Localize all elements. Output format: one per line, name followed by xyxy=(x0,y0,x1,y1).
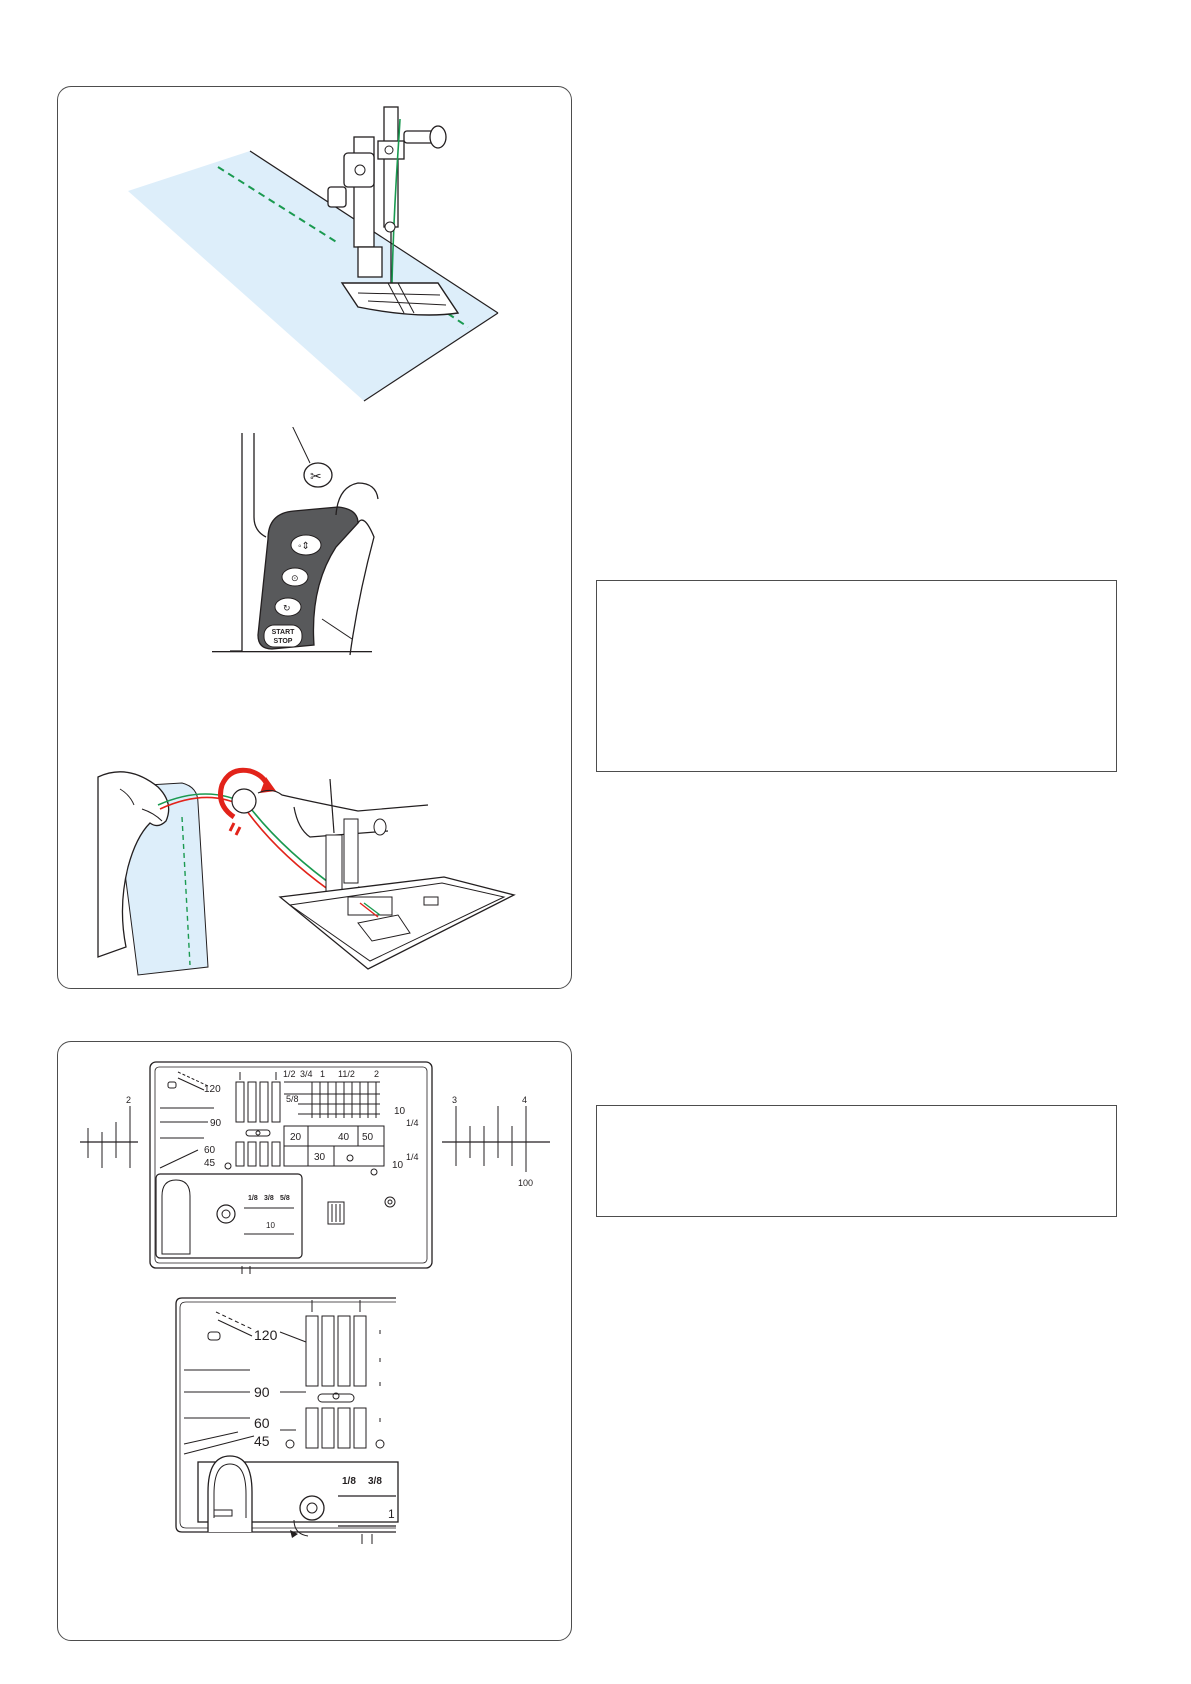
right-label-10-bottom: 10 xyxy=(392,1160,404,1171)
note-box-bottom xyxy=(596,1105,1117,1217)
ruler-right-label-3: 3 xyxy=(452,1095,457,1105)
zoom-cover-mm: 1 xyxy=(388,1507,395,1521)
hand xyxy=(97,771,170,958)
right-label-10-top: 10 xyxy=(394,1106,406,1117)
metric-20: 20 xyxy=(290,1132,302,1143)
zoom-fraction-3-8: 3/8 xyxy=(368,1476,382,1487)
fraction-5-8: 5/8 xyxy=(286,1094,299,1104)
scissors-icon: ✂ xyxy=(310,468,322,484)
illustration-panel-bottom: 2 3 4 100 120 90 60 45 xyxy=(57,1041,572,1641)
reverse-button[interactable] xyxy=(274,597,302,617)
cover-fraction-3-8: 3/8 xyxy=(264,1195,274,1202)
start-label: START xyxy=(272,629,296,636)
start-stop-button[interactable] xyxy=(263,624,303,648)
zoom-angle-45: 45 xyxy=(254,1433,270,1449)
needle-clamp-screw xyxy=(429,125,447,149)
feed-marking xyxy=(327,1201,345,1225)
illustration-panel-top: ✂ ◦⇕ ⊙ ↻ START STOP xyxy=(57,86,572,989)
metric-50: 50 xyxy=(362,1132,374,1143)
needle-up-down-icon: ◦⇕ xyxy=(298,541,310,552)
zoom-bobbin-release[interactable] xyxy=(299,1495,325,1521)
feed-dog-slots xyxy=(235,1072,281,1167)
inch-grid xyxy=(284,1081,380,1118)
ruler-right-label-4: 4 xyxy=(522,1095,527,1105)
zoom-angle-90: 90 xyxy=(254,1384,270,1400)
angle-label-120: 120 xyxy=(204,1084,221,1095)
note-box-top xyxy=(596,580,1117,772)
angle-label-90: 90 xyxy=(210,1118,222,1129)
zoom-angle-60: 60 xyxy=(254,1415,270,1431)
reverse-icon: ↻ xyxy=(283,603,291,613)
angle-label-45: 45 xyxy=(204,1158,216,1169)
cover-fraction-5-8: 5/8 xyxy=(280,1195,290,1202)
zoom-angle-120: 120 xyxy=(254,1327,278,1343)
needle-plate-full-illustration: 2 3 4 100 120 90 60 45 xyxy=(80,1061,550,1274)
presser-foot-fabric-illustration xyxy=(128,106,499,402)
zoom-feed-dog-slots xyxy=(305,1300,367,1449)
fraction-1: 1 xyxy=(320,1069,325,1079)
cover-mm-10: 10 xyxy=(266,1221,275,1230)
fraction-1-2: 1/2 xyxy=(283,1069,296,1079)
auto-lock-button[interactable] xyxy=(281,567,309,587)
fraction-2: 2 xyxy=(374,1069,379,1079)
cover-fraction-1-8: 1/8 xyxy=(248,1195,258,1202)
angle-label-60: 60 xyxy=(204,1145,216,1156)
lock-stitch-icon: ⊙ xyxy=(291,573,299,583)
ruler-right-label-100: 100 xyxy=(518,1178,533,1188)
thread-pulling-illustration xyxy=(97,767,516,976)
fraction-3-4: 3/4 xyxy=(300,1069,313,1079)
metric-30: 30 xyxy=(314,1152,326,1163)
metric-grid xyxy=(283,1125,385,1167)
needle-up-down-button[interactable] xyxy=(290,534,322,556)
zoom-fraction-1-8: 1/8 xyxy=(342,1476,356,1487)
needle-plate-zoom-illustration: 120 90 60 45 xyxy=(175,1297,399,1544)
foot-screw xyxy=(354,164,366,176)
metric-40: 40 xyxy=(338,1132,350,1143)
ruler-left-label: 2 xyxy=(126,1095,131,1105)
stop-label: STOP xyxy=(274,638,293,645)
right-label-1-4-top: 1/4 xyxy=(406,1118,419,1128)
fraction-11-2: 11/2 xyxy=(338,1069,355,1079)
thread-cutter-button[interactable] xyxy=(303,462,333,488)
bobbin-cover-release[interactable] xyxy=(216,1204,236,1224)
right-label-1-4-bottom: 1/4 xyxy=(406,1152,419,1162)
fabric-sheet xyxy=(128,151,498,401)
control-buttons-illustration: ✂ ◦⇕ ⊙ ↻ START STOP xyxy=(212,427,379,656)
